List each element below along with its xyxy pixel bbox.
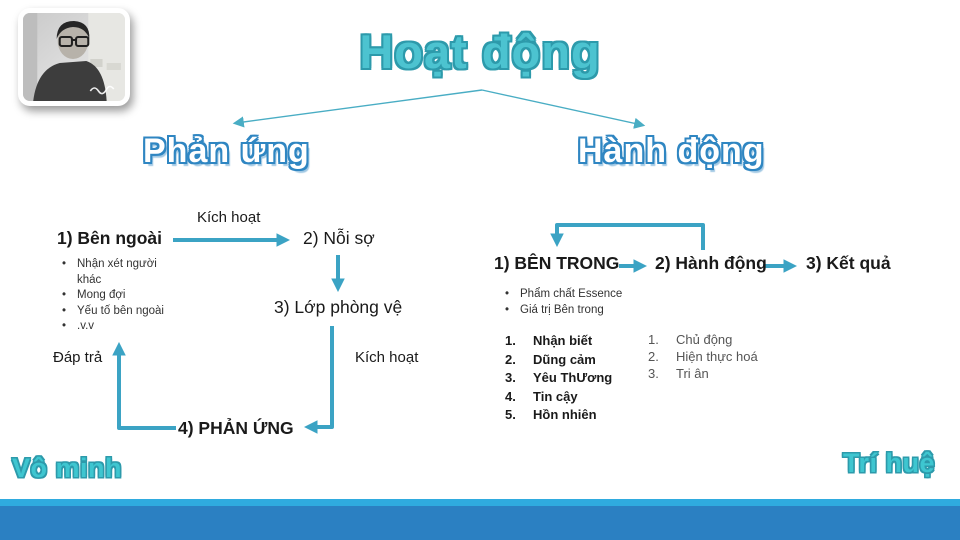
list-item: Tin cậy — [505, 388, 578, 406]
list-item: Yêu ThƯơng — [505, 369, 613, 387]
page-title: Hoạt động — [359, 25, 601, 78]
list-item: Chủ động — [648, 331, 733, 348]
node-fear: 2) Nỗi sợ — [303, 228, 375, 248]
list-item: Yếu tố bên ngoài — [60, 304, 178, 320]
branch-title-reaction: Phản ứng — [143, 132, 310, 170]
branch-line-right — [481, 89, 646, 129]
list-item: Hồn nhiên — [505, 406, 597, 424]
inside-bullet-list: Phẩm chất Essence Giá trị Bên trong — [503, 287, 683, 318]
edge-label-trigger-right: Kích hoạt — [355, 349, 419, 366]
arrow-action-to-inside-loop — [550, 223, 705, 250]
portrait-photo-image — [23, 13, 125, 101]
portrait-photo — [18, 8, 130, 106]
list-item: Nhận biết — [505, 332, 593, 350]
arrow-reaction-to-outside — [112, 341, 176, 430]
bottom-bar-dark — [0, 506, 960, 540]
edge-label-respond: Đáp trả — [53, 349, 103, 366]
arrow-defense-to-reaction — [303, 326, 334, 434]
list-item: Nhận xét người khác — [60, 257, 178, 288]
list-item: Phẩm chất Essence — [503, 287, 683, 303]
node-defense: 3) Lớp phòng vệ — [274, 297, 403, 317]
node-inside: 1) BÊN TRONG — [494, 253, 620, 273]
list-item: Dũng cảm — [505, 351, 596, 369]
list-item: Tri ân — [648, 365, 709, 382]
actions-list: Chủ động Hiện thực hoá Tri ân — [646, 331, 796, 382]
label-wisdom: Trí huệ — [842, 448, 935, 478]
node-reaction: 4) PHẢN ỨNG — [178, 418, 294, 438]
branch-line-left — [232, 89, 483, 128]
node-result: 3) Kết quả — [806, 253, 891, 273]
node-outside: 1) Bên ngoài — [57, 228, 163, 248]
edge-label-trigger-top: Kích hoạt — [197, 209, 261, 226]
label-ignorance: Vô minh — [12, 453, 122, 483]
node-action: 2) Hành động — [655, 253, 767, 273]
outside-bullet-list: Nhận xét người khác Mong đợi Yếu tố bên … — [60, 257, 178, 335]
list-item: Mong đợi — [60, 288, 178, 304]
bottom-bar-light — [0, 499, 960, 506]
qualities-list: Nhận biết Dũng cảm Yêu ThƯơng Tin cậy Hồ… — [503, 332, 653, 425]
list-item: Hiện thực hoá — [648, 348, 758, 365]
list-item: Giá trị Bên trong — [503, 303, 683, 319]
list-item: .v.v — [60, 319, 178, 335]
branch-title-action: Hành động — [578, 132, 765, 170]
